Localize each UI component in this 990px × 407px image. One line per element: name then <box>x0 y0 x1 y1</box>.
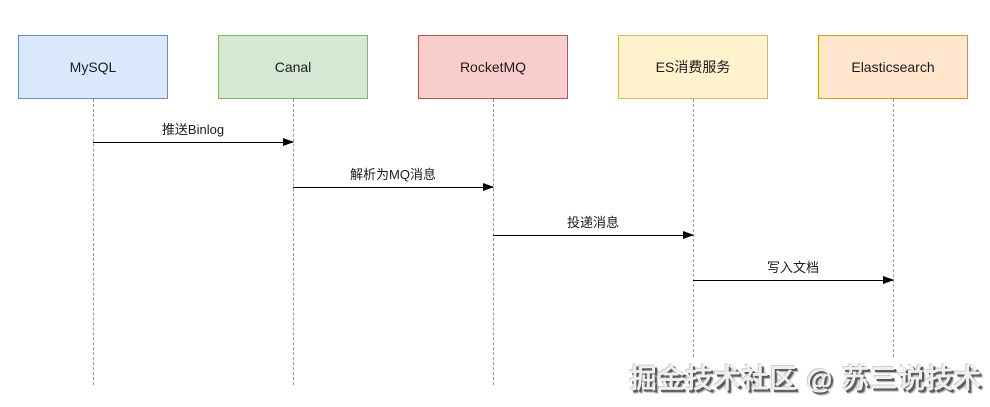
participant-box-rocketmq: RocketMQ <box>418 35 568 99</box>
participant-mysql: MySQL <box>18 35 168 385</box>
participant-canal: Canal <box>218 35 368 385</box>
message-label: 写入文档 <box>766 260 819 275</box>
message-label: 投递消息 <box>566 215 619 230</box>
message-deliver: 投递消息 <box>493 215 694 239</box>
message-label: 推送Binlog <box>161 122 225 137</box>
message-parse-to-mq: 解析为MQ消息 <box>293 167 494 191</box>
participant-box-canal: Canal <box>218 35 368 99</box>
message-write-doc: 写入文档 <box>693 260 894 284</box>
lifeline-mysql <box>92 99 94 385</box>
lifeline-es-consumer <box>692 99 694 357</box>
message-arrow-line <box>93 137 294 146</box>
arrowhead-icon <box>283 137 294 146</box>
participant-box-elasticsearch: Elasticsearch <box>818 35 968 99</box>
arrowhead-icon <box>683 230 694 239</box>
message-push-binlog: 推送Binlog <box>93 122 294 146</box>
participant-box-mysql: MySQL <box>18 35 168 99</box>
message-label: 解析为MQ消息 <box>350 167 436 182</box>
participant-box-es-consumer: ES消费服务 <box>618 35 768 99</box>
message-arrow-line <box>293 182 494 191</box>
participant-rocketmq: RocketMQ <box>418 35 568 385</box>
participant-elasticsearch: Elasticsearch <box>818 35 968 357</box>
arrowhead-icon <box>883 275 894 284</box>
lifeline-canal <box>292 99 294 385</box>
arrowhead-icon <box>483 182 494 191</box>
message-arrow-line <box>693 275 894 284</box>
participant-es-consumer: ES消费服务 <box>618 35 768 357</box>
watermark-text: 掘金技术社区 @ 苏三说技术 <box>629 364 982 394</box>
lifeline-elasticsearch <box>892 99 894 357</box>
message-arrow-line <box>493 230 694 239</box>
lifeline-rocketmq <box>492 99 494 385</box>
